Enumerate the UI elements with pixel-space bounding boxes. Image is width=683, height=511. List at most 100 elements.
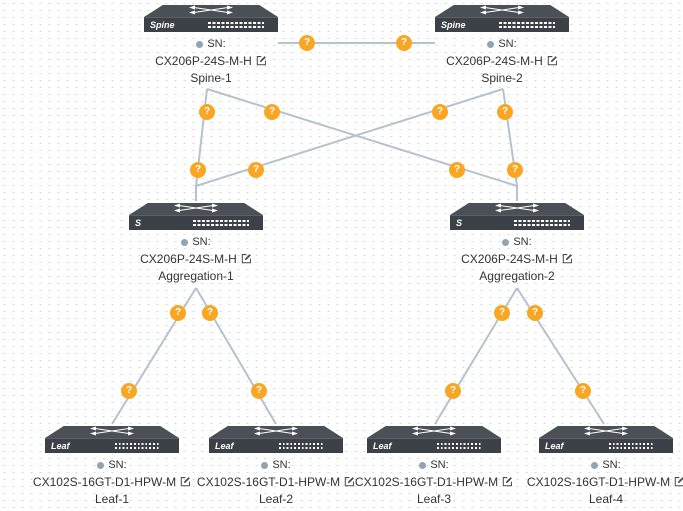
link-status-question-badge[interactable]: ? (251, 383, 267, 399)
device-chassis-front: Leaf (209, 438, 343, 453)
edit-icon[interactable] (241, 253, 252, 264)
device-name-label: Leaf-3 (416, 491, 452, 506)
edit-icon[interactable] (674, 476, 683, 487)
link-status-question-badge[interactable]: ? (432, 104, 448, 120)
device-name-label: Spine-1 (190, 70, 232, 85)
switch-device-graphic: Spine (435, 5, 569, 32)
switch-device-graphic: Leaf (209, 426, 343, 453)
sn-label: SN: (430, 459, 449, 471)
serial-number-row: SN: (417, 38, 587, 50)
status-dot-icon (181, 238, 189, 246)
device-node-aggregation-2[interactable]: S SN: CX206P-24S-M-H Aggregation-2 (432, 203, 602, 283)
link-status-question-badge[interactable]: ? (494, 305, 510, 321)
sn-label: SN: (272, 459, 291, 471)
device-name-label: Leaf-1 (94, 491, 130, 506)
device-node-spine-2[interactable]: Spine SN: CX206P-24S-M-H Spine-2 (417, 5, 587, 85)
device-model-label: CX102S-16GT-D1-HPW-M (32, 474, 177, 489)
device-node-leaf-4[interactable]: Leaf SN: CX102S-16GT-D1-HPW-M Leaf-4 (521, 426, 683, 506)
serial-number-row: SN: (27, 459, 197, 471)
switch-crossed-arrows-icon (479, 5, 525, 17)
device-role-label: Leaf (215, 441, 234, 451)
device-role-label: S (135, 218, 142, 228)
model-row: CX206P-24S-M-H (126, 53, 296, 68)
device-model-label: CX102S-16GT-D1-HPW-M (526, 474, 671, 489)
device-chassis-front: S (129, 215, 263, 230)
edit-icon[interactable] (562, 253, 573, 264)
switch-device-graphic: Leaf (367, 426, 501, 453)
status-dot-icon (591, 461, 599, 469)
model-row: CX206P-24S-M-H (111, 251, 281, 266)
link-status-question-badge[interactable]: ? (497, 104, 513, 120)
topology-link-spine1-agg2[interactable] (206, 88, 518, 201)
sn-label: SN: (192, 236, 211, 248)
link-status-question-badge[interactable]: ? (396, 35, 412, 51)
status-dot-icon (261, 461, 269, 469)
link-status-question-badge[interactable]: ? (248, 162, 264, 178)
switch-device-graphic: S (450, 203, 584, 230)
edit-icon[interactable] (547, 55, 558, 66)
model-row: CX102S-16GT-D1-HPW-M (349, 474, 519, 489)
model-row: CX206P-24S-M-H (417, 53, 587, 68)
link-status-question-badge[interactable]: ? (121, 383, 137, 399)
ports-pattern (514, 218, 570, 228)
link-status-question-badge[interactable]: ? (507, 162, 523, 178)
device-role-label: Leaf (545, 441, 564, 451)
sn-label: SN: (108, 459, 127, 471)
device-chassis-front: Spine (144, 17, 278, 32)
sn-label: SN: (602, 459, 621, 471)
device-model-label: CX102S-16GT-D1-HPW-M (354, 474, 499, 489)
ports-pattern (499, 20, 555, 30)
edit-icon[interactable] (344, 476, 355, 487)
device-name-label: Leaf-2 (258, 491, 294, 506)
link-status-question-badge[interactable]: ? (170, 305, 186, 321)
status-dot-icon (97, 461, 105, 469)
serial-number-row: SN: (111, 236, 281, 248)
device-role-label: Spine (150, 20, 175, 30)
sn-label: SN: (207, 38, 226, 50)
serial-number-row: SN: (521, 459, 683, 471)
link-status-question-badge[interactable]: ? (527, 305, 543, 321)
device-chassis-top (450, 203, 584, 215)
status-dot-icon (502, 238, 510, 246)
topology-link-spine2-agg1[interactable] (195, 88, 504, 187)
link-status-question-badge[interactable]: ? (445, 383, 461, 399)
edit-icon[interactable] (256, 55, 267, 66)
device-role-label: S (456, 218, 463, 228)
device-model-label: CX102S-16GT-D1-HPW-M (196, 474, 341, 489)
device-role-label: Spine (441, 20, 466, 30)
device-name-label: Leaf-4 (588, 491, 624, 506)
serial-number-row: SN: (349, 459, 519, 471)
device-chassis-top (367, 426, 501, 438)
switch-device-graphic: Leaf (539, 426, 673, 453)
serial-number-row: SN: (432, 236, 602, 248)
device-name-label: Aggregation-2 (479, 268, 555, 283)
link-status-question-badge[interactable]: ? (575, 383, 591, 399)
edit-icon[interactable] (180, 476, 191, 487)
device-name-label: Aggregation-1 (158, 268, 234, 283)
link-status-question-badge[interactable]: ? (202, 305, 218, 321)
link-status-question-badge[interactable]: ? (299, 35, 315, 51)
device-model-label: CX206P-24S-M-H (446, 53, 543, 68)
link-status-question-badge[interactable]: ? (190, 162, 206, 178)
link-status-question-badge[interactable]: ? (199, 104, 215, 120)
device-chassis-top (45, 426, 179, 438)
link-status-question-badge[interactable]: ? (449, 162, 465, 178)
serial-number-row: SN: (126, 38, 296, 50)
device-node-leaf-2[interactable]: Leaf SN: CX102S-16GT-D1-HPW-M Leaf-2 (191, 426, 361, 506)
switch-crossed-arrows-icon (253, 426, 299, 438)
device-model-label: CX206P-24S-M-H (461, 251, 558, 266)
device-node-leaf-1[interactable]: Leaf SN: CX102S-16GT-D1-HPW-M Leaf-1 (27, 426, 197, 506)
ports-pattern (115, 441, 165, 451)
switch-device-graphic: S (129, 203, 263, 230)
switch-crossed-arrows-icon (188, 5, 234, 17)
device-name-label: Spine-2 (481, 70, 523, 85)
device-node-aggregation-1[interactable]: S SN: CX206P-24S-M-H Aggregation-1 (111, 203, 281, 283)
link-status-question-badge[interactable]: ? (264, 104, 280, 120)
ports-pattern (609, 441, 659, 451)
device-node-spine-1[interactable]: Spine SN: CX206P-24S-M-H Spine-1 (126, 5, 296, 85)
device-chassis-top (539, 426, 673, 438)
edit-icon[interactable] (502, 476, 513, 487)
device-node-leaf-3[interactable]: Leaf SN: CX102S-16GT-D1-HPW-M Leaf-3 (349, 426, 519, 506)
status-dot-icon (419, 461, 427, 469)
